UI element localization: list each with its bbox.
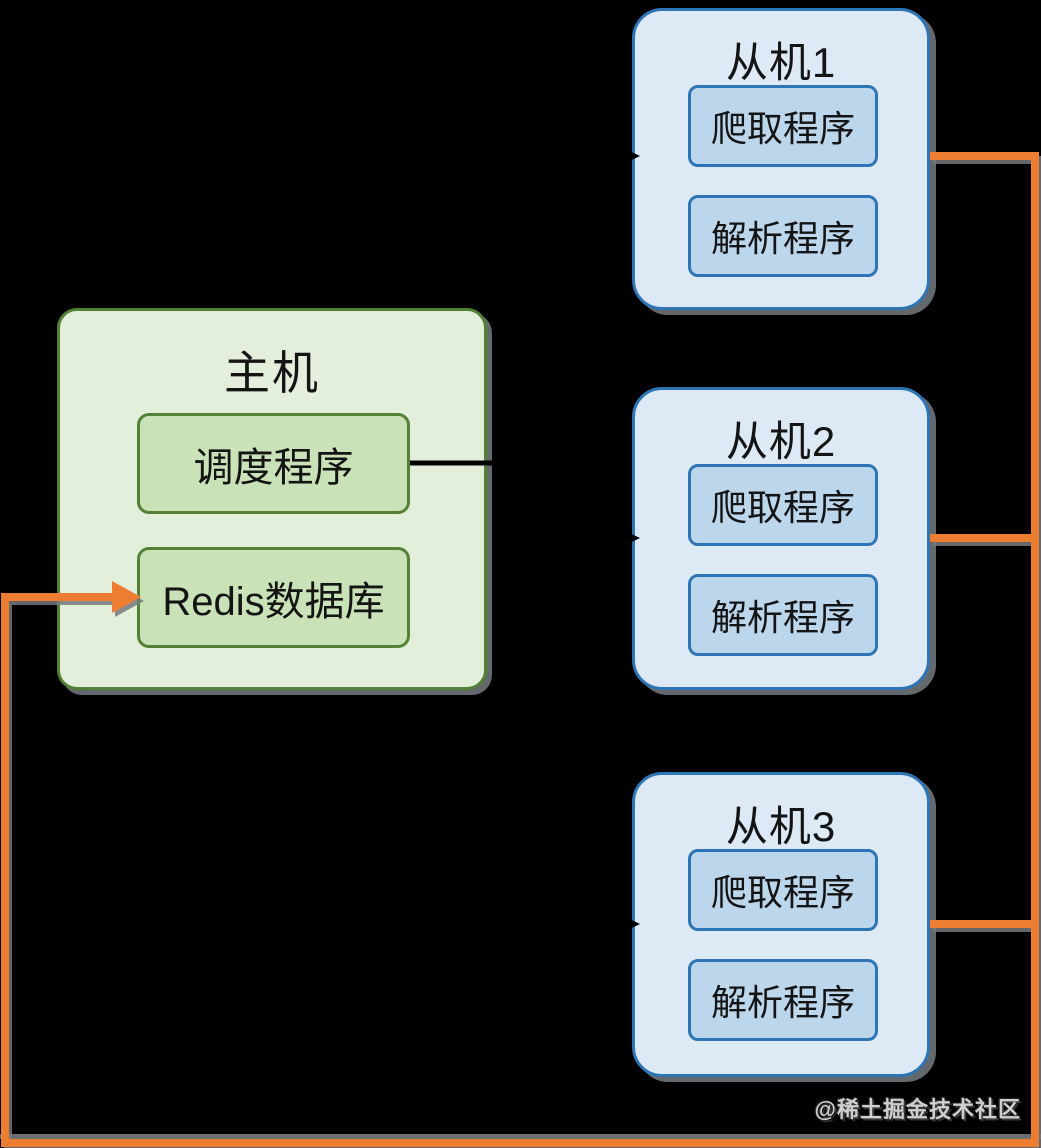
bottom-line-shadow bbox=[0, 1134, 1041, 1139]
slave-node-2: 从机2 爬取程序 解析程序 bbox=[632, 387, 930, 690]
master-title: 主机 bbox=[224, 347, 320, 399]
slave-2-crawler-module: 爬取程序 bbox=[688, 464, 878, 546]
slave-1-crawler-module: 爬取程序 bbox=[688, 85, 878, 167]
slave-2-title: 从机2 bbox=[725, 418, 837, 465]
slave-1-parser-module: 解析程序 bbox=[688, 195, 878, 277]
master-node: 主机 调度程序 Redis数据库 bbox=[57, 308, 487, 690]
watermark: @稀土掘金技术社区 bbox=[814, 1097, 1021, 1122]
slave-node-1: 从机1 爬取程序 解析程序 bbox=[632, 8, 930, 310]
slave-3-title: 从机3 bbox=[725, 803, 837, 850]
slave-2-parser-module: 解析程序 bbox=[688, 574, 878, 656]
redis-module: Redis数据库 bbox=[137, 547, 410, 648]
slave-node-3: 从机3 爬取程序 解析程序 bbox=[632, 772, 930, 1077]
scheduler-module: 调度程序 bbox=[137, 413, 410, 514]
slave-3-crawler-module: 爬取程序 bbox=[688, 849, 878, 931]
slave-3-parser-module: 解析程序 bbox=[688, 959, 878, 1041]
slave-1-title: 从机1 bbox=[725, 39, 837, 86]
